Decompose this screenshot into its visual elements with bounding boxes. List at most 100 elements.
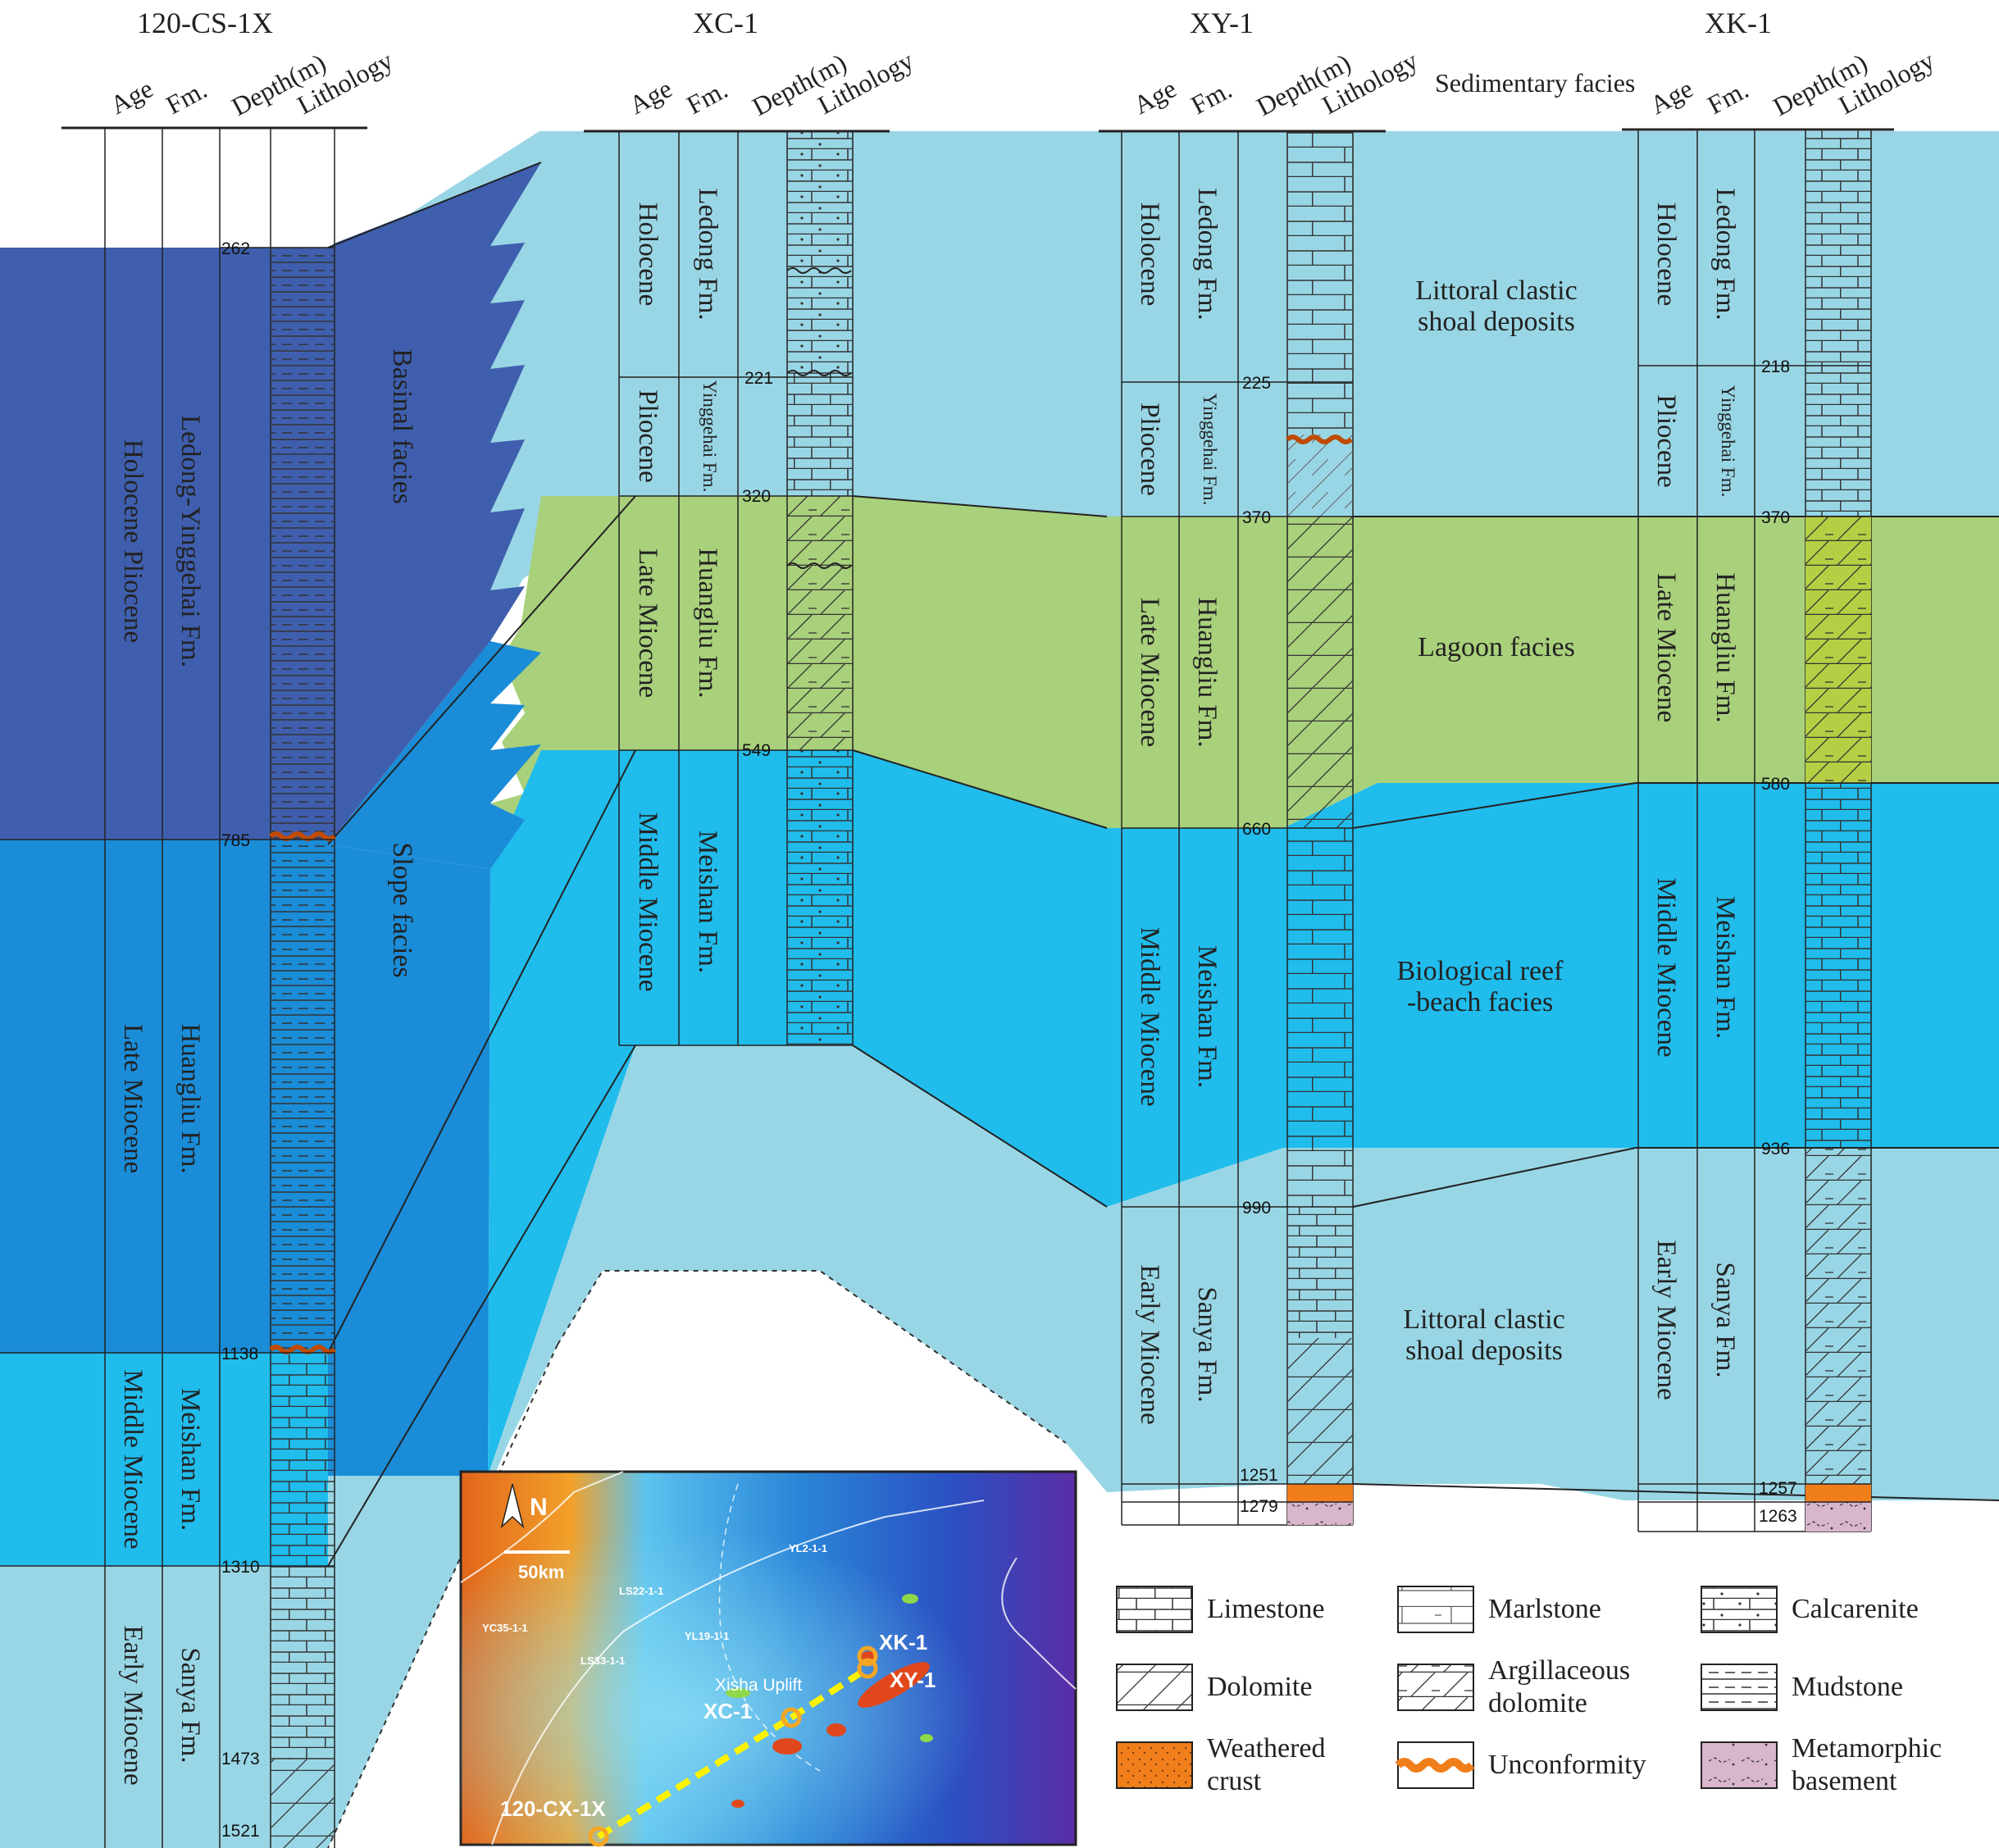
depth-1263: 1263 — [1759, 1507, 1797, 1526]
legend-swatch-weathered — [1116, 1741, 1193, 1789]
legend-label-unconformity: Unconformity — [1488, 1750, 1646, 1780]
cs-age-3: Middle Miocene — [118, 1369, 148, 1549]
xy-age-5: Early Miocene — [1135, 1264, 1164, 1424]
legend-swatch-marlstone — [1397, 1586, 1474, 1633]
cs-fm-2: Huangliu Fm. — [175, 1023, 205, 1173]
well-xc-1: XC-1 Age Fm. Depth(m) Lithology 221 320 … — [584, 7, 918, 1046]
xy-age-2: Pliocene — [1135, 403, 1164, 496]
legend-unconformity-line — [1395, 1758, 1475, 1773]
xy-fm-4: Meishan Fm. — [1192, 945, 1222, 1088]
xk-age-3: Late Miocene — [1651, 573, 1681, 722]
map-north-label: N — [530, 1494, 548, 1521]
xc-age-2: Pliocene — [633, 389, 663, 483]
legend-label-calcarenite: Calcarenite — [1792, 1594, 1919, 1624]
col-age-header: Age — [624, 73, 676, 120]
cs-fm-4: Sanya Fm. — [175, 1647, 205, 1763]
depth-370: 370 — [1242, 508, 1271, 527]
label-basinal-facies: Basinal facies — [387, 348, 417, 504]
xk-fm-4: Meishan Fm. — [1710, 896, 1740, 1039]
map-label-yl2: YL2-1-1 — [789, 1542, 827, 1554]
depth-218: 218 — [1761, 357, 1790, 376]
facies-lagoon — [490, 496, 1999, 869]
xk-fm-1: Ledong Fm. — [1710, 188, 1740, 320]
col-fm-header: Fm. — [681, 75, 732, 121]
xk-age-5: Early Miocene — [1651, 1240, 1681, 1400]
depth-1521: 1521 — [221, 1822, 260, 1841]
xy-fm-3: Huangliu Fm. — [1192, 597, 1222, 747]
depth-990: 990 — [1242, 1199, 1271, 1218]
legend-label-dolomite: Dolomite — [1207, 1672, 1312, 1702]
well-name: XY-1 — [1190, 7, 1254, 39]
location-map: N 50km XK-1 XY-1 XC-1 120-CX-1X Xisha Up… — [459, 1470, 1077, 1847]
xy-age-1: Holocene — [1135, 203, 1164, 306]
cs-age-2: Late Miocene — [118, 1024, 148, 1173]
col-fm-header: Fm. — [1702, 75, 1753, 121]
map-label-ls22: LS22-1-1 — [619, 1585, 663, 1597]
xy-age-4: Middle Miocene — [1135, 926, 1164, 1106]
legend-swatch-limestone — [1116, 1586, 1193, 1633]
xy-fm-5: Sanya Fm. — [1192, 1286, 1222, 1402]
map-xisha-uplift: Xisha Uplift — [715, 1676, 802, 1695]
xc-fm-1: Ledong Fm. — [693, 188, 722, 320]
depth-221: 221 — [745, 369, 773, 388]
map-label-ls33: LS33-1-1 — [581, 1655, 625, 1667]
col-fm-header: Fm. — [1186, 75, 1236, 121]
facies-slope — [328, 641, 541, 869]
depth-225: 225 — [1242, 374, 1271, 393]
xk-age-4: Middle Miocene — [1651, 877, 1681, 1057]
col-fm-header: Fm. — [161, 75, 212, 121]
legend-swatch-mudstone — [1701, 1664, 1778, 1711]
depth-785: 785 — [221, 831, 250, 850]
label-slope-facies: Slope facies — [387, 842, 417, 977]
map-well-120cx1x: 120-CX-1X — [500, 1796, 606, 1821]
col-sedimentary-facies-header: Sedimentary facies — [1435, 68, 1635, 98]
map-label-yl19: YL19-1-1 — [685, 1630, 729, 1642]
depth-936: 936 — [1761, 1140, 1790, 1158]
legend-swatch-calcarenite — [1701, 1586, 1778, 1633]
map-label-yc35: YC35-1-1 — [482, 1622, 528, 1634]
well-name: XK-1 — [1705, 7, 1772, 39]
col-age-header: Age — [1128, 73, 1181, 120]
facies-reef-line1: Biological reef — [1397, 956, 1564, 986]
xc-fm-4: Meishan Fm. — [693, 831, 722, 973]
well-name: XC-1 — [693, 7, 758, 39]
cs-age-4: Early Miocene — [118, 1625, 148, 1785]
facies-littoral-bottom-line1: Littoral clastic — [1403, 1304, 1564, 1335]
xy-fm-2: Yinggehai Fm. — [1200, 394, 1220, 506]
facies-littoral-bottom — [0, 1045, 1999, 1848]
depth-320: 320 — [742, 487, 771, 506]
depth-1138: 1138 — [221, 1345, 258, 1363]
legend-swatch-dolomite — [1116, 1664, 1193, 1711]
xy-age-3: Late Miocene — [1135, 598, 1164, 747]
col-age-header: Age — [105, 73, 157, 120]
col-age-header: Age — [1645, 73, 1697, 120]
facies-lagoon-label: Lagoon facies — [1418, 632, 1575, 662]
xc-age-1: Holocene — [633, 203, 663, 306]
depth-660: 660 — [1242, 820, 1271, 839]
legend-swatch-argdolomite — [1397, 1664, 1474, 1711]
depth-1473: 1473 — [221, 1750, 260, 1768]
well-name: 120-CS-1X — [137, 7, 273, 39]
facies-basinal — [328, 162, 541, 844]
facies-slope-band — [328, 844, 490, 1476]
xk-fm-5: Sanya Fm. — [1710, 1262, 1740, 1377]
legend-label-marlstone: Marlstone — [1488, 1594, 1601, 1624]
depth-262: 262 — [221, 239, 250, 258]
xy-fm-1: Ledong Fm. — [1192, 188, 1222, 320]
xc-age-4: Middle Miocene — [633, 812, 663, 991]
xk-fm-3: Huangliu Fm. — [1710, 572, 1740, 722]
map-well-xk1: XK-1 — [879, 1630, 927, 1655]
facies-reef-beach — [488, 750, 1999, 1476]
legend-swatch-metamorphic — [1701, 1741, 1778, 1789]
facies-littoral-top-line1: Littoral clastic — [1415, 275, 1577, 306]
xc-fm-3: Huangliu Fm. — [693, 548, 722, 698]
cs-age-1: Holocene Pliocene — [118, 439, 148, 643]
xc-fm-2: Yinggehai Fm. — [699, 380, 720, 493]
cs-fm-3: Meishan Fm. — [175, 1388, 205, 1531]
map-well-xy1: XY-1 — [890, 1668, 936, 1692]
